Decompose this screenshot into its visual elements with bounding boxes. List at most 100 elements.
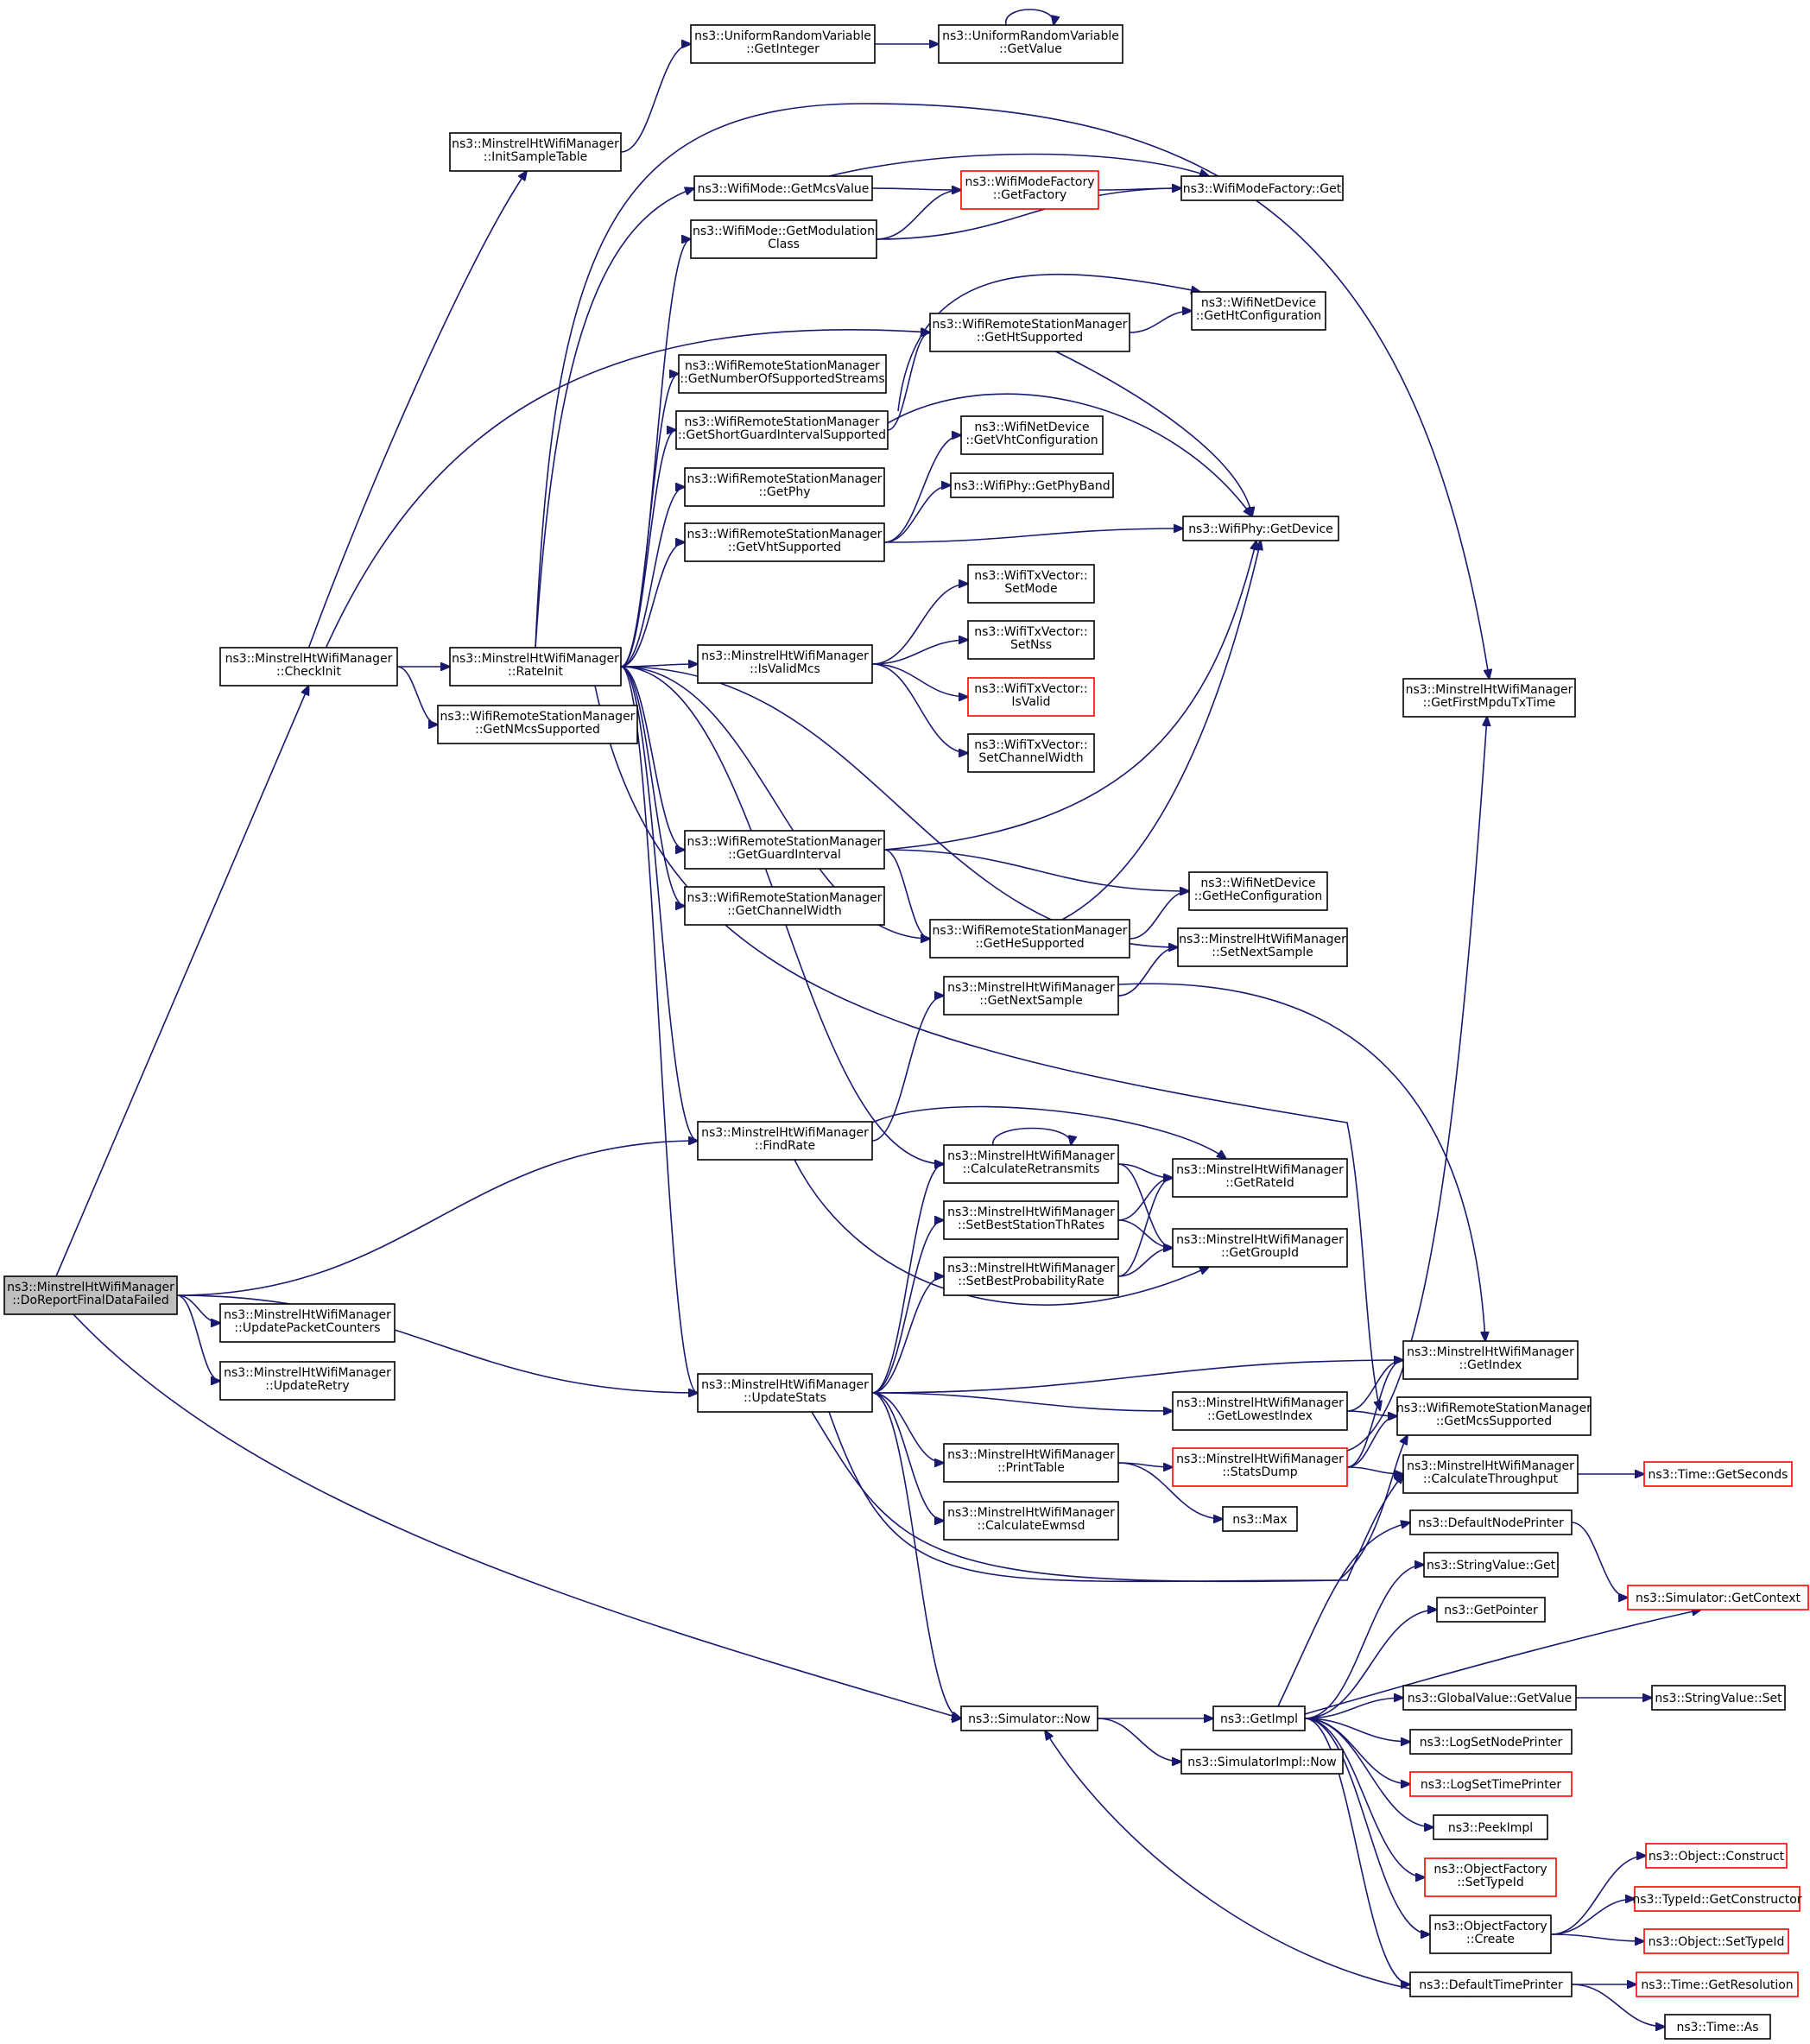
node-getvhtsupp[interactable]: ns3::WifiRemoteStationManager::GetVhtSup… [684, 522, 885, 562]
node-setmode[interactable]: ns3::WifiTxVector::SetMode [967, 564, 1095, 604]
node-logsettime[interactable]: ns3::LogSetTimePrinter [1409, 1771, 1573, 1797]
node-deftimeprinter[interactable]: ns3::DefaultTimePrinter [1409, 1971, 1573, 1997]
node-strvalset[interactable]: ns3::StringValue::Set [1651, 1685, 1786, 1711]
node-getindex[interactable]: ns3::MinstrelHtWifiManager::GetIndex [1402, 1340, 1579, 1380]
node-getresolution[interactable]: ns3::Time::GetResolution [1636, 1971, 1799, 1997]
node-logsetnode[interactable]: ns3::LogSetNodePrinter [1409, 1729, 1573, 1755]
edge-arrow [1304, 1610, 1437, 1719]
node-isvalid[interactable]: ns3::WifiTxVector::IsValid [967, 677, 1095, 717]
node-initsample[interactable]: ns3::MinstrelHtWifiManager::InitSampleTa… [449, 132, 622, 172]
edge-arrow [307, 171, 528, 649]
node-getheconf[interactable]: ns3::WifiNetDevice::GetHeConfiguration [1188, 871, 1328, 911]
node-box [1634, 1886, 1801, 1912]
node-printtable[interactable]: ns3::MinstrelHtWifiManager::PrintTable [943, 1443, 1119, 1483]
node-label-line: ns3::Simulator::GetContext [1636, 1592, 1801, 1605]
node-gethesupp[interactable]: ns3::WifiRemoteStationManager::GetHeSupp… [929, 919, 1130, 959]
node-box [967, 564, 1095, 604]
node-getphyband[interactable]: ns3::WifiPhy::GetPhyBand [950, 472, 1114, 498]
node-getfirstmpdu[interactable]: ns3::MinstrelHtWifiManager::GetFirstMpdu… [1402, 678, 1576, 718]
node-getnmcs[interactable]: ns3::WifiRemoteStationManager::GetNMcsSu… [437, 705, 638, 744]
node-updretry[interactable]: ns3::MinstrelHtWifiManager::UpdateRetry [219, 1361, 396, 1401]
node-getfactory[interactable]: ns3::WifiModeFactory::GetFactory [960, 170, 1099, 210]
node-updpkt[interactable]: ns3::MinstrelHtWifiManager::UpdatePacket… [219, 1303, 396, 1343]
node-max[interactable]: ns3::Max [1222, 1506, 1298, 1532]
node-isvalidmcs[interactable]: ns3::MinstrelHtWifiManager::IsValidMcs [697, 644, 873, 684]
node-box [1436, 1597, 1546, 1623]
node-objfcreate[interactable]: ns3::ObjectFactory::Create [1429, 1914, 1552, 1954]
node-calcthr[interactable]: ns3::MinstrelHtWifiManager::CalculateThr… [1402, 1454, 1579, 1494]
node-calcretx[interactable]: ns3::MinstrelHtWifiManager::CalculateRet… [943, 1144, 1119, 1184]
node-getnextsample[interactable]: ns3::MinstrelHtWifiManager::GetNextSampl… [943, 976, 1119, 1016]
node-setbeststa[interactable]: ns3::MinstrelHtWifiManager::SetBestStati… [943, 1200, 1119, 1240]
node-statsdump[interactable]: ns3::MinstrelHtWifiManager::StatsDump [1172, 1447, 1348, 1487]
edge-arrow [887, 332, 930, 431]
node-typeidgetctor[interactable]: ns3::TypeId::GetConstructor [1632, 1886, 1802, 1912]
node-rateinit[interactable]: ns3::MinstrelHtWifiManager::RateInit [449, 647, 622, 687]
node-getrateid[interactable]: ns3::MinstrelHtWifiManager::GetRateId [1172, 1158, 1348, 1198]
node-getseconds[interactable]: ns3::Time::GetSeconds [1643, 1461, 1793, 1487]
node-getimpl[interactable]: ns3::GetImpl [1212, 1705, 1306, 1731]
node-getnumstreams[interactable]: ns3::WifiRemoteStationManager::GetNumber… [678, 354, 887, 394]
node-strvalget[interactable]: ns3::StringValue::Get [1423, 1552, 1559, 1578]
node-getsgi[interactable]: ns3::WifiRemoteStationManager::GetShortG… [675, 410, 889, 450]
node-peekimpl[interactable]: ns3::PeekImpl [1433, 1814, 1548, 1840]
node-setchw[interactable]: ns3::WifiTxVector::SetChannelWidth [967, 733, 1095, 773]
node-phygetdev[interactable]: ns3::WifiPhy::GetDevice [1182, 516, 1339, 541]
node-gethtsupp[interactable]: ns3::WifiRemoteStationManager::GetHtSupp… [929, 313, 1130, 352]
node-getgi[interactable]: ns3::WifiRemoteStationManager::GetGuardI… [684, 830, 885, 870]
node-factoryget[interactable]: ns3::WifiModeFactory::Get [1180, 175, 1344, 201]
node-getpointer[interactable]: ns3::GetPointer [1436, 1597, 1546, 1623]
node-simnow[interactable]: ns3::Simulator::Now [960, 1705, 1098, 1731]
node-label-line: ns3::MinstrelHtWifiManager [947, 1206, 1115, 1219]
node-objconstruct[interactable]: ns3::Object::Construct [1645, 1843, 1788, 1869]
node-calcewmsd[interactable]: ns3::MinstrelHtWifiManager::CalculateEwm… [943, 1501, 1119, 1541]
node-getvhtconf[interactable]: ns3::WifiNetDevice::GetVhtConfiguration [960, 415, 1104, 455]
node-setnextsample[interactable]: ns3::MinstrelHtWifiManager::SetNextSampl… [1177, 927, 1348, 967]
node-box [675, 410, 889, 450]
node-label-line: ns3::WifiRemoteStationManager [687, 528, 883, 541]
node-getchw[interactable]: ns3::WifiRemoteStationManager::GetChanne… [684, 886, 885, 926]
edge-arrow [871, 1360, 1403, 1394]
node-label-line: ::GetHeConfiguration [1194, 889, 1322, 903]
node-objfsettype[interactable]: ns3::ObjectFactory::SetTypeId [1424, 1857, 1557, 1897]
node-checkinit[interactable]: ns3::MinstrelHtWifiManager::CheckInit [219, 647, 398, 687]
node-label-line: ns3::WifiRemoteStationManager [933, 318, 1128, 332]
edge-getvhtsupp-to-getphyband [883, 485, 951, 543]
edge-arrow [871, 1392, 944, 1521]
node-simimplnow[interactable]: ns3::SimulatorImpl::Now [1180, 1749, 1344, 1775]
node-defnodeprinter[interactable]: ns3::DefaultNodePrinter [1409, 1509, 1573, 1535]
node-label-line: SetChannelWidth [978, 751, 1083, 765]
node-label-line: ::GetNextSample [979, 994, 1083, 1008]
node-setbestprob[interactable]: ns3::MinstrelHtWifiManager::SetBestProba… [943, 1256, 1119, 1296]
node-objsettype[interactable]: ns3::Object::SetTypeId [1643, 1928, 1789, 1954]
node-box [1643, 1928, 1789, 1954]
node-getcontext[interactable]: ns3::Simulator::GetContext [1627, 1585, 1809, 1611]
node-getmcsval[interactable]: ns3::WifiMode::GetMcsValue [693, 175, 873, 201]
node-gethtconf[interactable]: ns3::WifiNetDevice::GetHtConfiguration [1191, 291, 1326, 331]
node-timeas[interactable]: ns3::Time::As [1664, 2014, 1771, 2040]
node-globalgetval[interactable]: ns3::GlobalValue::GetValue [1402, 1685, 1577, 1711]
node-setnss[interactable]: ns3::WifiTxVector::SetNss [967, 620, 1095, 660]
node-findrate[interactable]: ns3::MinstrelHtWifiManager::FindRate [697, 1121, 873, 1161]
node-label-line: ns3::UniformRandomVariable [694, 29, 871, 43]
node-label-line: ns3::GetImpl [1220, 1712, 1298, 1726]
node-box [1402, 1685, 1577, 1711]
edge-arrow [883, 849, 930, 939]
edge-rateinit-to-getchw [620, 666, 685, 906]
edge-arrow [871, 663, 968, 753]
node-urv_getint[interactable]: ns3::UniformRandomVariable::GetInteger [690, 24, 876, 64]
node-updatestats[interactable]: ns3::MinstrelHtWifiManager::UpdateStats [697, 1373, 873, 1413]
node-box [1396, 1396, 1592, 1436]
node-label-line: Class [768, 237, 800, 251]
node-urv_getval[interactable]: ns3::UniformRandomVariable::GetValue [938, 24, 1123, 64]
node-getgroupid[interactable]: ns3::MinstrelHtWifiManager::GetGroupId [1172, 1228, 1348, 1268]
node-getlowest[interactable]: ns3::MinstrelHtWifiManager::GetLowestInd… [1172, 1391, 1348, 1431]
edge-checkinit-to-getnmcs [396, 666, 438, 725]
node-doreport[interactable]: ns3::MinstrelHtWifiManager::DoReportFina… [3, 1275, 178, 1315]
edge-objfcreate-to-objconstruct [1550, 1856, 1646, 1935]
node-label-line: ns3::WifiRemoteStationManager [1396, 1402, 1592, 1415]
node-getmcssupp[interactable]: ns3::WifiRemoteStationManager::GetMcsSup… [1396, 1396, 1592, 1436]
node-getphy[interactable]: ns3::WifiRemoteStationManager::GetPhy [684, 467, 885, 507]
